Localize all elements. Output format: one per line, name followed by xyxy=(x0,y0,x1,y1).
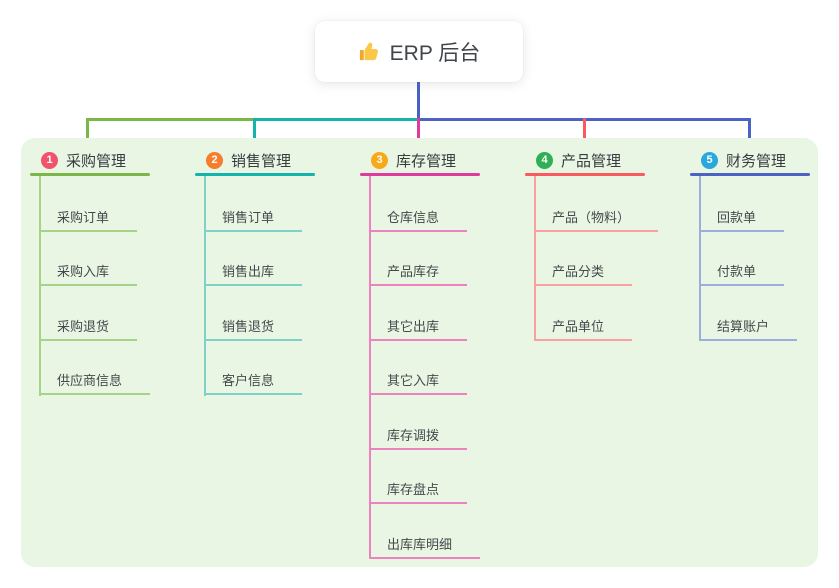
branch-topic-label: 库存管理 xyxy=(396,152,457,170)
child-node[interactable]: 销售订单 xyxy=(204,206,303,232)
child-node[interactable]: 付款单 xyxy=(699,260,785,286)
child-node[interactable]: 其它入库 xyxy=(369,369,468,395)
branch-topic-underline xyxy=(195,173,315,176)
branch-number-badge: 1 xyxy=(41,151,58,169)
child-node[interactable]: 库存盘点 xyxy=(369,478,468,504)
branch-topic[interactable]: 5 财务管理 xyxy=(701,149,786,171)
branch-topic[interactable]: 4 产品管理 xyxy=(536,149,621,171)
branch-bus-segment-1 xyxy=(86,118,255,121)
child-node[interactable]: 供应商信息 xyxy=(39,369,151,395)
branch-topic-label: 财务管理 xyxy=(726,152,787,170)
branch-number-badge: 2 xyxy=(206,151,223,169)
child-node[interactable]: 客户信息 xyxy=(204,369,303,395)
branch-bus-segment-2 xyxy=(253,118,419,121)
child-node[interactable]: 销售退货 xyxy=(204,315,303,341)
branch-drop-line-5 xyxy=(748,118,751,145)
branch-topic-underline xyxy=(690,173,810,176)
thumbs-up-icon xyxy=(358,40,381,63)
branch-inventory: 3 库存管理 仓库信息 产品库存 其它出库 其它入库 库存调拨 库存盘点 出库库… xyxy=(351,138,516,567)
branch-drop-line-4 xyxy=(583,118,586,145)
branches-panel: 1 采购管理 采购订单 采购入库 采购退货 供应商信息 2 销售管理 销售订单 … xyxy=(21,138,818,567)
children-connector-line xyxy=(39,176,41,396)
branch-number-badge: 3 xyxy=(371,151,388,169)
child-node[interactable]: 产品库存 xyxy=(369,260,468,286)
children-connector-line xyxy=(204,176,206,396)
child-node[interactable]: 其它出库 xyxy=(369,315,468,341)
child-node[interactable]: 出库库明细 xyxy=(369,533,481,559)
branch-topic[interactable]: 2 销售管理 xyxy=(206,149,291,171)
child-node[interactable]: 销售出库 xyxy=(204,260,303,286)
child-node[interactable]: 回款单 xyxy=(699,206,785,232)
branch-sales: 2 销售管理 销售订单 销售出库 销售退货 客户信息 xyxy=(186,138,351,567)
root-node[interactable]: ERP 后台 xyxy=(315,21,523,82)
branch-number-badge: 5 xyxy=(701,151,718,169)
child-node[interactable]: 采购退货 xyxy=(39,315,138,341)
child-node[interactable]: 产品分类 xyxy=(534,260,633,286)
branch-topic-underline xyxy=(30,173,150,176)
branch-topic-underline xyxy=(360,173,480,176)
branch-purchase: 1 采购管理 采购订单 采购入库 采购退货 供应商信息 xyxy=(21,138,186,567)
root-label: ERP 后台 xyxy=(389,41,481,65)
branch-product: 4 产品管理 产品（物料） 产品分类 产品单位 xyxy=(516,138,681,567)
branch-topic-label: 产品管理 xyxy=(561,152,622,170)
child-node[interactable]: 产品（物料） xyxy=(534,206,659,232)
branch-finance: 5 财务管理 回款单 付款单 结算账户 xyxy=(681,138,839,567)
branch-topic-label: 采购管理 xyxy=(66,152,127,170)
child-node[interactable]: 仓库信息 xyxy=(369,206,468,232)
child-node[interactable]: 结算账户 xyxy=(699,315,798,341)
branch-topic[interactable]: 1 采购管理 xyxy=(41,149,126,171)
branch-number-badge: 4 xyxy=(536,151,553,169)
branch-topic-label: 销售管理 xyxy=(231,152,292,170)
branch-drop-line-2 xyxy=(253,118,256,145)
child-node[interactable]: 采购订单 xyxy=(39,206,138,232)
branch-drop-line-1 xyxy=(86,118,89,145)
root-connector-line xyxy=(417,82,420,119)
branch-topic-underline xyxy=(525,173,645,176)
branch-topic[interactable]: 3 库存管理 xyxy=(371,149,456,171)
child-node[interactable]: 库存调拨 xyxy=(369,424,468,450)
child-node[interactable]: 产品单位 xyxy=(534,315,633,341)
children-connector-line xyxy=(534,176,536,341)
children-connector-line xyxy=(699,176,701,341)
branch-drop-line-3 xyxy=(417,118,420,145)
child-node[interactable]: 采购入库 xyxy=(39,260,138,286)
children-connector-line xyxy=(369,176,371,559)
